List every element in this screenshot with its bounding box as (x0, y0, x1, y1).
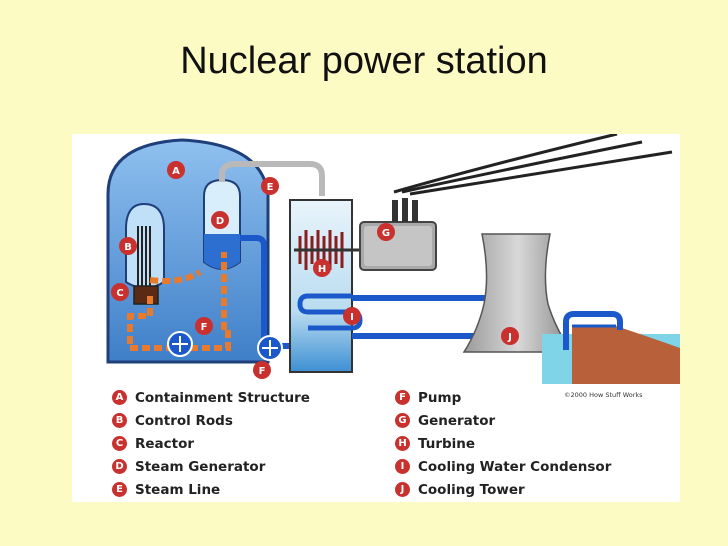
legend-label: Steam Line (135, 481, 221, 498)
legend-badge: H (395, 436, 410, 451)
legend-left: A Containment Structure B Control Rods C Re… (112, 386, 310, 501)
turbine-condenser-building (289, 199, 363, 373)
svg-text:A: A (172, 166, 180, 177)
tag-I: I (343, 307, 361, 325)
power-lines (393, 134, 673, 196)
legend-item: D Steam Generator (112, 455, 310, 478)
legend-item: C Reactor (112, 432, 310, 455)
legend-label: Turbine (418, 435, 476, 452)
legend-item: B Control Rods (112, 409, 310, 432)
svg-text:D: D (216, 216, 224, 227)
tag-H: H (313, 259, 331, 277)
steam-line (219, 161, 325, 196)
legend-label: Reactor (135, 435, 195, 452)
legend-label: Cooling Water Condensor (418, 458, 612, 475)
legend-item: G Generator (395, 409, 611, 432)
legend-label: Containment Structure (135, 389, 310, 406)
tag-J: J (501, 327, 519, 345)
legend-badge: J (395, 482, 410, 497)
legend-badge: F (395, 390, 410, 405)
svg-text:G: G (382, 228, 390, 239)
tag-G: G (377, 223, 395, 241)
legend-label: Cooling Tower (418, 481, 525, 498)
legend-badge: E (112, 482, 127, 497)
tag-A: A (167, 161, 185, 179)
legend-item: E Steam Line (112, 478, 310, 501)
legend-badge: C (112, 436, 127, 451)
legend-badge: B (112, 413, 127, 428)
legend-label: Pump (418, 389, 462, 406)
legend-badge: A (112, 390, 127, 405)
svg-text:C: C (116, 288, 123, 299)
legend-label: Generator (418, 412, 496, 429)
legend-item: A Containment Structure (112, 386, 310, 409)
legend-badge: D (112, 459, 127, 474)
pump-secondary (257, 335, 283, 361)
legend-label: Control Rods (135, 412, 233, 429)
svg-text:F: F (201, 322, 208, 333)
legend-badge: I (395, 459, 410, 474)
ground-and-water (542, 311, 680, 384)
tag-D: D (211, 211, 229, 229)
diagram-panel: A B C D E F F G H I J ©2000 How Stuff Wo… (72, 134, 680, 502)
svg-text:E: E (267, 182, 274, 193)
nuclear-plant-diagram: A B C D E F F G H I J (106, 134, 680, 384)
legend-item: H Turbine (395, 432, 611, 455)
legend-badge: G (395, 413, 410, 428)
tag-C: C (111, 283, 129, 301)
svg-text:I: I (350, 312, 354, 323)
copyright-note: ©2000 How Stuff Works (564, 391, 643, 399)
generator (359, 198, 437, 271)
tag-F1: F (195, 317, 213, 335)
legend-right: F Pump G Generator H Turbine I Cooling Water… (395, 386, 611, 501)
cooling-water-pipes (352, 295, 492, 339)
legend-item: J Cooling Tower (395, 478, 611, 501)
feedwater-line (240, 235, 304, 349)
svg-text:B: B (124, 242, 132, 253)
tag-B: B (119, 237, 137, 255)
slide-title: Nuclear power station (180, 40, 548, 82)
legend-label: Steam Generator (135, 458, 266, 475)
tag-E: E (261, 177, 279, 195)
tag-F2: F (253, 361, 271, 379)
legend-item: F Pump (395, 386, 611, 409)
pump-primary (167, 331, 193, 357)
svg-text:F: F (259, 366, 266, 377)
svg-text:H: H (318, 264, 326, 275)
svg-text:J: J (507, 332, 512, 343)
legend-item: I Cooling Water Condensor (395, 455, 611, 478)
